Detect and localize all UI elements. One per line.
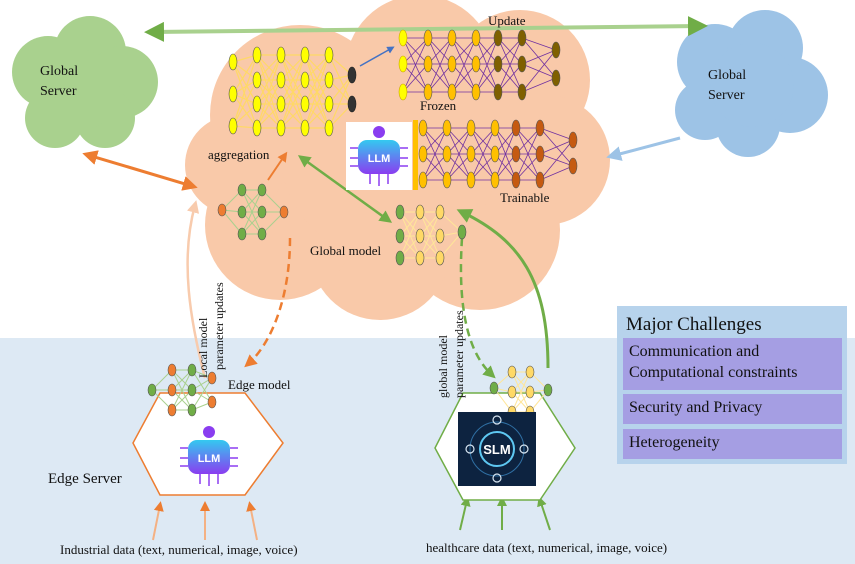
industrial-input-arrows xyxy=(152,501,258,541)
frozen-label: Frozen xyxy=(420,98,457,113)
llm-badge-top-label: LLM xyxy=(368,153,391,165)
left-server-aggregation-arrow xyxy=(82,150,198,191)
upper-network-arrow xyxy=(359,46,395,67)
local-update-arrow xyxy=(186,200,207,379)
local-updates-label-line2: parameter updates xyxy=(212,282,226,370)
slm-badge-label: SLM xyxy=(483,442,510,457)
trainable-network xyxy=(418,119,578,189)
global-server-left-cloud xyxy=(12,16,158,148)
healthcare-to-trainable-arrow xyxy=(456,209,550,369)
right-server-arrow xyxy=(606,136,681,161)
edge-model-network xyxy=(147,363,217,417)
challenge-item-communication: Communication and Computational constrai… xyxy=(623,338,842,390)
server-sync-arrow xyxy=(144,16,708,42)
aggregation-to-edge-arrow xyxy=(267,151,288,181)
global-model-llm-arrow xyxy=(297,155,393,223)
healthcare-input-arrows xyxy=(459,496,551,531)
llm-badge-bottom: LLM xyxy=(180,426,238,486)
global-server-right-label: Global Server xyxy=(708,68,747,103)
major-challenges-panel: Major Challenges Communication and Compu… xyxy=(617,306,847,464)
global-to-edge-dashed-arrow xyxy=(244,237,292,368)
aggregated-llm-network xyxy=(228,46,357,137)
global-model-label: Global model xyxy=(310,243,382,258)
update-label: Update xyxy=(488,13,526,28)
challenges-title: Major Challenges xyxy=(626,314,762,335)
llm-badge-bottom-label: LLM xyxy=(198,453,221,465)
industrial-data-label: Industrial data (text, numerical, image,… xyxy=(60,542,298,557)
healthcare-data-label: healthcare data (text, numerical, image,… xyxy=(426,540,668,555)
global-to-healthcare-dashed-arrow xyxy=(459,237,496,379)
neural-networks xyxy=(147,29,578,419)
local-updates-label-line1: Local model xyxy=(196,317,210,378)
global-server-right-cloud xyxy=(675,10,828,157)
trainable-bar xyxy=(413,120,418,190)
llm-badge-top: LLM xyxy=(346,122,412,190)
challenge-item-security: Security and Privacy xyxy=(623,394,842,424)
slm-badge: SLM xyxy=(458,412,536,486)
global-model-network xyxy=(395,204,467,266)
global-updates-label-line1: global model xyxy=(436,335,450,398)
frozen-network xyxy=(398,29,561,101)
healthcare-edge-network xyxy=(489,365,553,419)
aggregation-label: aggregation xyxy=(208,147,270,162)
trainable-label: Trainable xyxy=(500,190,550,205)
edge-model-label: Edge model xyxy=(228,377,291,392)
challenge-item-heterogeneity: Heterogeneity xyxy=(623,429,842,459)
global-server-left-label: Global Server xyxy=(40,64,79,99)
edge-server-label: Edge Server xyxy=(48,471,122,487)
global-updates-label-line2: parameter updates xyxy=(452,310,466,398)
aggregation-network xyxy=(217,183,289,241)
